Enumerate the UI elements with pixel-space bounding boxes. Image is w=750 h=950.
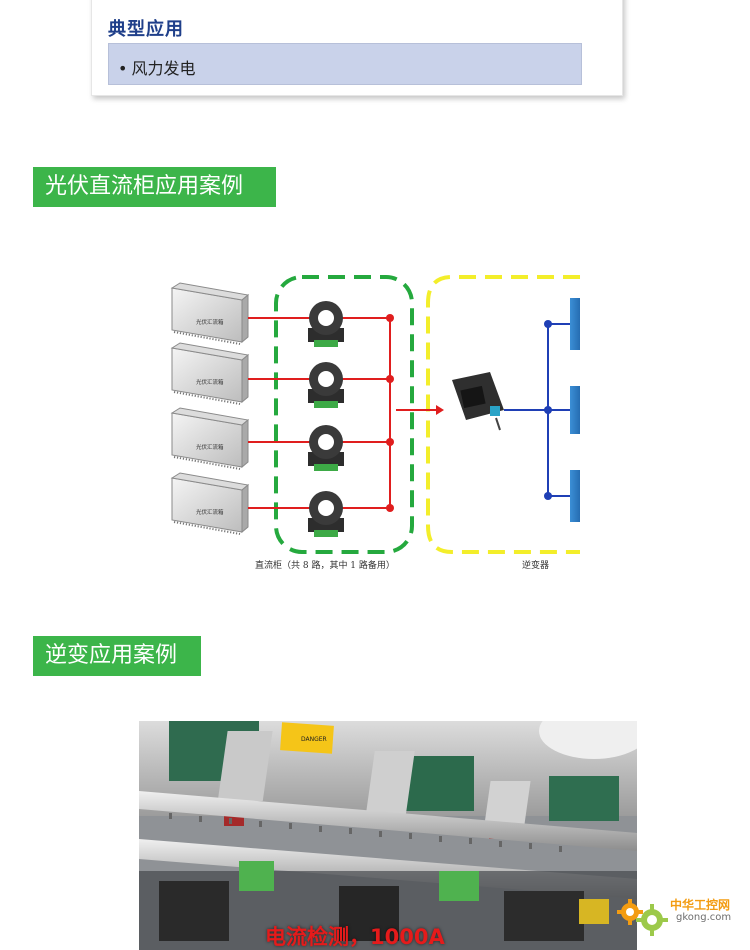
applications-list: •风力发电: [108, 43, 582, 85]
junction-dots: [386, 314, 394, 512]
bullet-icon: •: [118, 59, 128, 78]
combiner-box-4: 光伏汇流箱: [170, 472, 250, 535]
watermark-brand: 中华工控网: [670, 898, 731, 912]
pv-dc-diagram: 光伏汇流箱 光伏汇流箱 光伏汇流箱 光伏汇流箱: [160, 248, 584, 578]
application-label: 风力发电: [131, 59, 196, 78]
current-sensor-2: [308, 362, 344, 408]
combiner-box-label: 光伏汇流箱: [196, 318, 224, 326]
photo-svg: DANGER: [139, 721, 637, 950]
combiner-box-label: 光伏汇流箱: [196, 508, 224, 516]
inverter-caption: 逆变器: [522, 561, 550, 571]
current-sensor-4: [308, 491, 344, 537]
warning-sign-text: DANGER: [301, 736, 327, 743]
inverter-group: [426, 275, 580, 554]
combiner-box-1: 光伏汇流箱: [170, 282, 250, 345]
current-sensor-1: [308, 301, 344, 347]
typical-applications-card: 典型应用 •风力发电: [91, 0, 623, 96]
combiner-box-2: 光伏汇流箱: [170, 342, 250, 405]
card-title: 典型应用: [108, 19, 184, 40]
ac-wiring: [504, 323, 580, 497]
section-title-inverter: 逆变应用案例: [33, 636, 201, 676]
ac-junction-dots: [544, 320, 552, 500]
combiner-box-label: 光伏汇流箱: [196, 378, 224, 386]
main-current-sensor: [452, 372, 504, 431]
dc-cabinet-caption: 直流柜（共 8 路，其中 1 路备用）: [255, 561, 395, 571]
current-sensor-3: [308, 425, 344, 471]
gear-icon: [617, 899, 668, 936]
diagram-svg: 光伏汇流箱 光伏汇流箱 光伏汇流箱 光伏汇流箱: [170, 275, 584, 554]
arrow-icon: [436, 405, 444, 415]
dc-cabinet-group: [274, 275, 414, 554]
combiner-box-3: 光伏汇流箱: [170, 407, 250, 470]
combiner-box-label: 光伏汇流箱: [196, 443, 224, 451]
gkong-watermark: 中华工控网 gkong.com: [612, 882, 747, 942]
watermark-domain: gkong.com: [676, 912, 732, 923]
inverter-installation-photo: DANGER 电流检测，1000A: [139, 721, 637, 950]
inverter-units: [570, 298, 584, 522]
list-item: •风力发电: [118, 55, 195, 79]
photo-caption: 电流检测，1000A: [265, 925, 445, 949]
section-title-pv-dc-cabinet: 光伏直流柜应用案例: [33, 167, 276, 207]
rail-vents: [169, 813, 562, 852]
